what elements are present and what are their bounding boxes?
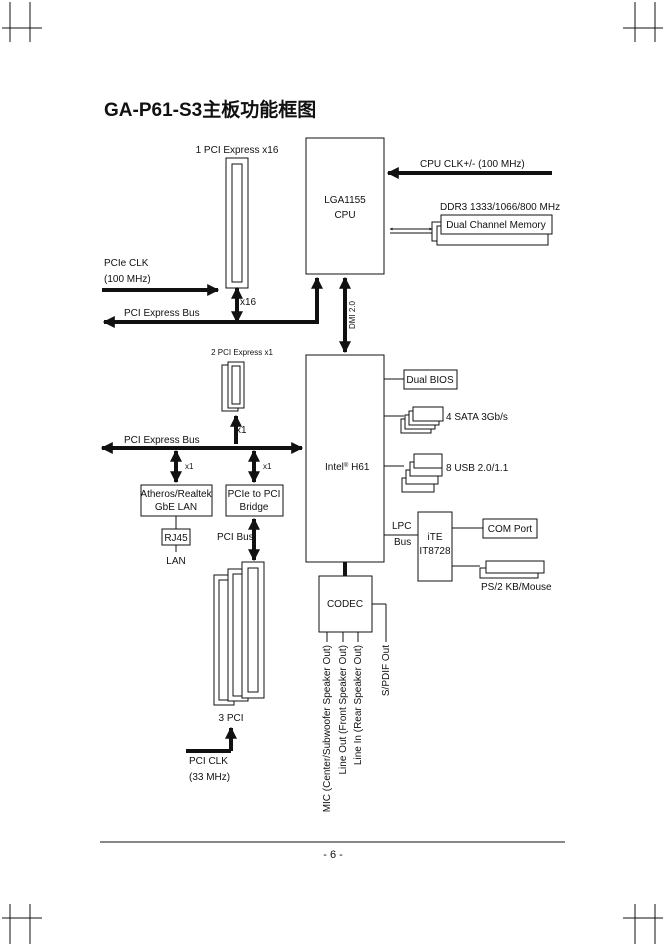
cpu-clk-label: CPU CLK+/- (100 MHz) — [420, 159, 525, 170]
page-number: - 6 - — [323, 849, 343, 861]
line-in-label: Line In (Rear Speaker Out) — [353, 645, 364, 765]
lan-lane-label: x1 — [185, 462, 194, 471]
sata-port — [412, 406, 444, 422]
com-port-label: COM Port — [488, 524, 533, 535]
ite-line1: iTE — [428, 532, 443, 543]
rj45-label: RJ45 — [164, 533, 188, 544]
pci-slots-label: 3 PCI — [218, 713, 243, 724]
chipset-label: Intel® H61 — [325, 462, 370, 473]
dmi-label: DMI 2.0 — [348, 300, 357, 329]
line-out-label: Line Out (Front Speaker Out) — [338, 645, 349, 775]
usb-port — [413, 453, 443, 469]
pci-clk-label-line1: PCI CLK — [189, 756, 228, 767]
cpu-box — [305, 137, 385, 275]
com-port-box — [482, 518, 538, 539]
lan-label: LAN — [166, 556, 185, 567]
pcie-x1-slot-inner — [231, 365, 241, 405]
sata-label: 4 SATA 3Gb/s — [446, 412, 508, 423]
pci-express-bus-mid-label: PCI Express Bus — [124, 435, 200, 446]
lpc-label-line2: Bus — [394, 537, 411, 548]
spdif-label: S/PDIF Out — [381, 645, 392, 696]
bridge-lane-label: x1 — [263, 462, 272, 471]
usb-label: 8 USB 2.0/1.1 — [446, 463, 509, 474]
pcie-x1-lane-label: x1 — [236, 425, 247, 436]
bridge-box — [225, 484, 284, 517]
cpu-label-line1: LGA1155 — [324, 195, 366, 206]
memory-label: Dual Channel Memory — [446, 220, 546, 231]
pci-clk-label-line2: (33 MHz) — [189, 772, 230, 783]
mic-label: MIC (Center/Subwoofer Speaker Out) — [322, 645, 333, 812]
pci-express-bus-top-label: PCI Express Bus — [124, 308, 200, 319]
cpu-label-line2: CPU — [334, 210, 355, 221]
memory-box — [440, 214, 553, 235]
ite-box — [417, 511, 453, 582]
pcie-clk-label-line2: (100 MHz) — [104, 274, 151, 285]
chipset-box — [305, 354, 385, 563]
pcie-x16-slot-label: 1 PCI Express x16 — [196, 145, 279, 156]
ddr-spec-label: DDR3 1333/1066/800 MHz — [440, 202, 560, 213]
ps2-label: PS/2 KB/Mouse — [481, 582, 552, 593]
pcie-clk-label-line1: PCIe CLK — [104, 258, 149, 269]
bridge-line1: PCIe to PCI — [228, 489, 281, 500]
codec-box — [318, 575, 373, 633]
codec-label: CODEC — [327, 599, 363, 610]
ite-line2: IT8728 — [419, 546, 451, 557]
pcie-x16-slot-inner — [231, 163, 243, 283]
lan-chip-line1: Atheros/Realtek — [140, 489, 212, 500]
lpc-label-line1: LPC — [392, 521, 411, 532]
ps2-port — [485, 560, 545, 574]
page-title: GA-P61-S3主板功能框图 — [104, 98, 316, 121]
lan-chip-line2: GbE LAN — [155, 502, 197, 513]
dual-bios-label: Dual BIOS — [406, 375, 454, 386]
pci-slot-3-inner — [247, 567, 259, 693]
dual-bios-box — [403, 369, 458, 390]
pcie-x1-slot-label: 2 PCI Express x1 — [211, 348, 273, 357]
pcie-x16-lane-label: x16 — [240, 297, 257, 308]
pci-bus-label: PCI Bus — [217, 532, 254, 543]
bridge-line2: Bridge — [240, 502, 269, 513]
